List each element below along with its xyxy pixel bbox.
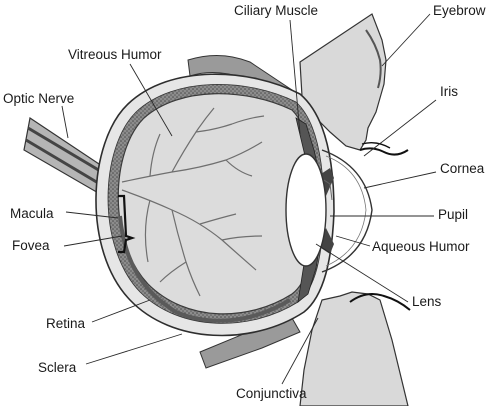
leader-aqueous-humor bbox=[335, 235, 371, 247]
lens-shape bbox=[285, 153, 327, 267]
cornea-shape bbox=[321, 149, 373, 273]
leader-conjunctiva bbox=[281, 317, 319, 385]
leader-macula bbox=[65, 211, 119, 219]
leader-retina bbox=[91, 299, 151, 323]
label-optic-nerve: Optic Nerve bbox=[3, 91, 74, 106]
label-lens: Lens bbox=[412, 294, 442, 309]
macula-bracket bbox=[118, 194, 136, 254]
label-retina: Retina bbox=[46, 316, 86, 331]
leader-lens bbox=[315, 243, 409, 303]
label-sclera: Sclera bbox=[38, 360, 77, 375]
lower-eyelid bbox=[299, 291, 411, 406]
leader-eyebrow bbox=[381, 13, 431, 67]
retina-band bbox=[118, 215, 292, 323]
label-aqueous-humor: Aqueous Humor bbox=[372, 239, 470, 254]
labels: Ciliary Muscle Eyebrow Vitreous Humor Op… bbox=[3, 3, 486, 401]
label-vitreous-humor: Vitreous Humor bbox=[68, 47, 162, 62]
label-ciliary-muscle: Ciliary Muscle bbox=[234, 3, 318, 18]
label-fovea: Fovea bbox=[12, 238, 50, 253]
retinal-blood-vessels bbox=[121, 107, 265, 297]
label-iris: Iris bbox=[440, 84, 458, 99]
label-cornea: Cornea bbox=[440, 161, 485, 176]
leader-cornea bbox=[363, 171, 437, 189]
leader-lines bbox=[61, 13, 437, 385]
label-conjunctiva: Conjunctiva bbox=[236, 386, 307, 401]
leader-vitreous-humor bbox=[129, 63, 173, 137]
eyeball bbox=[95, 73, 335, 337]
leader-ciliary-muscle bbox=[289, 19, 301, 135]
label-pupil: Pupil bbox=[438, 207, 468, 222]
leader-fovea bbox=[63, 235, 123, 247]
label-eyebrow: Eyebrow bbox=[433, 3, 486, 18]
leader-iris bbox=[363, 99, 437, 157]
leader-optic-nerve bbox=[61, 105, 69, 139]
label-macula: Macula bbox=[10, 206, 54, 221]
leader-sclera bbox=[85, 333, 183, 365]
